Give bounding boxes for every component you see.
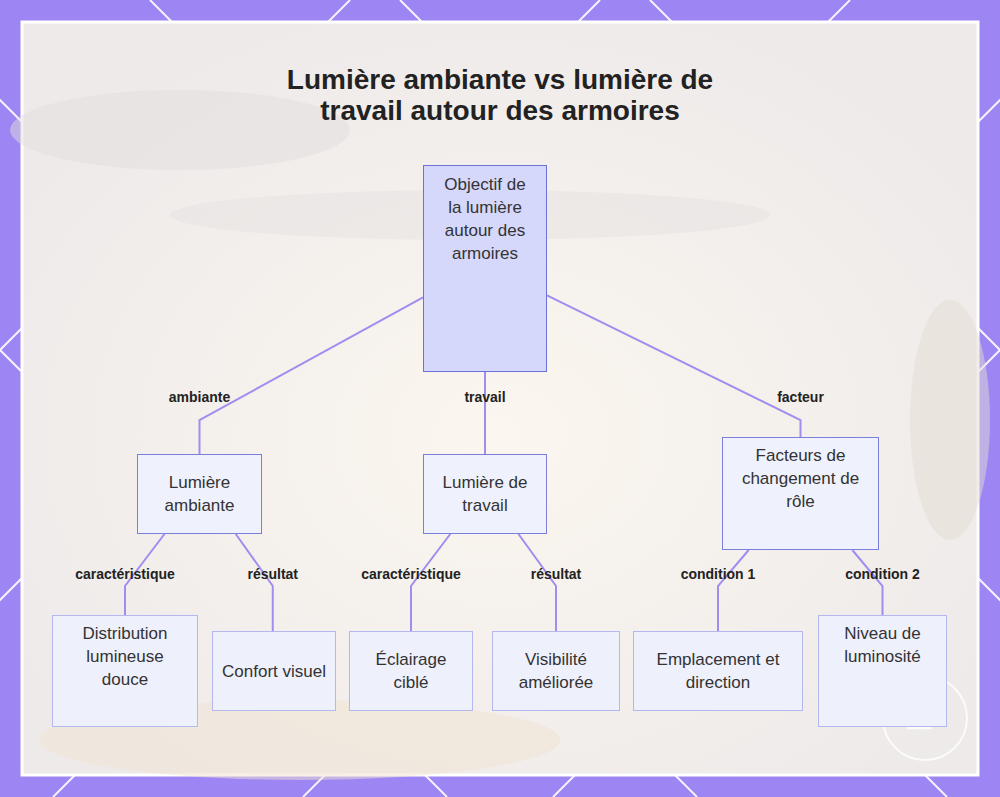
connector-line bbox=[484, 372, 486, 454]
node-text: Éclairage ciblé bbox=[356, 648, 466, 694]
node-text: Distribution lumineuse douce bbox=[63, 622, 187, 691]
node-text: Confort visuel bbox=[222, 660, 326, 683]
node-text: Lumière de travail bbox=[430, 471, 540, 517]
node-text: Lumière ambiante bbox=[144, 471, 255, 517]
connector-line bbox=[518, 534, 556, 631]
node-text: Visibilité améliorée bbox=[499, 648, 613, 694]
edge-label: travail bbox=[464, 389, 505, 405]
node-text: Facteurs de changement de rôle bbox=[741, 444, 860, 513]
edge-label: caractéristique bbox=[75, 566, 175, 582]
category-box: Facteurs de changement de rôle bbox=[722, 437, 879, 550]
leaf-box: Niveau de luminosité bbox=[818, 615, 947, 727]
blur-shape bbox=[10, 90, 350, 170]
edge-label: résultat bbox=[531, 566, 582, 582]
category-box: Lumière ambiante bbox=[137, 454, 262, 534]
connector-line bbox=[547, 295, 801, 437]
node-text: Niveau de luminosité bbox=[827, 622, 938, 668]
edge-label: condition 2 bbox=[845, 566, 920, 582]
edge-label: caractéristique bbox=[361, 566, 461, 582]
node-text: Objectif de la lumière autour des armoir… bbox=[444, 173, 526, 265]
leaf-box: Visibilité améliorée bbox=[492, 631, 620, 711]
node-text: Emplacement et direction bbox=[640, 648, 796, 694]
edge-label: condition 1 bbox=[681, 566, 756, 582]
blur-shape bbox=[910, 300, 990, 540]
edge-label: résultat bbox=[247, 566, 298, 582]
leaf-box: Confort visuel bbox=[212, 631, 336, 711]
leaf-box: Emplacement et direction bbox=[633, 631, 803, 711]
category-box: Lumière de travail bbox=[423, 454, 547, 534]
leaf-box: Éclairage ciblé bbox=[349, 631, 473, 711]
connector-line bbox=[852, 550, 882, 615]
diagram-title: Lumière ambiante vs lumière de travail a… bbox=[250, 64, 750, 126]
leaf-box: Distribution lumineuse douce bbox=[52, 615, 198, 727]
connector-line bbox=[718, 550, 749, 631]
connector-line bbox=[236, 534, 273, 631]
connector-line bbox=[411, 534, 450, 631]
edge-label: facteur bbox=[777, 389, 824, 405]
edge-label: ambiante bbox=[169, 389, 230, 405]
root-box: Objectif de la lumière autour des armoir… bbox=[423, 165, 547, 372]
connector-line bbox=[200, 297, 424, 454]
